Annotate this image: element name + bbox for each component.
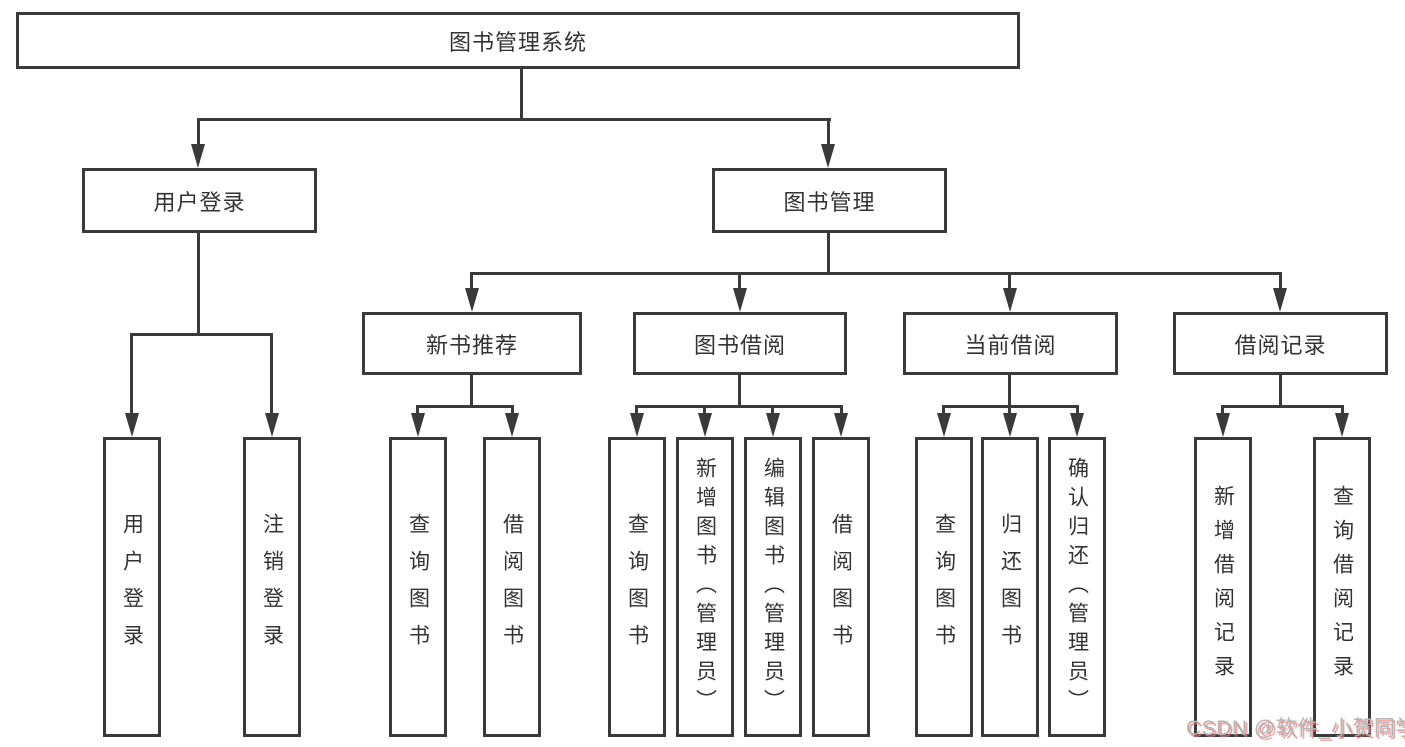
node-new-book-recommend: 新书推荐 (362, 312, 582, 375)
arrowhead (937, 413, 951, 437)
arrowhead (1070, 413, 1084, 437)
leaf-add-borrow-record-label: 新增借阅记录 (1211, 485, 1235, 689)
edge-line (1221, 405, 1224, 419)
leaf-logout-label: 注销登录 (260, 513, 284, 661)
leaf-edit-books-admin-label: 编辑图书（管理员） (761, 456, 785, 718)
edge-line (520, 68, 523, 120)
leaf-add-books-admin: 新增图书（管理员） (676, 437, 734, 737)
arrowhead (465, 288, 479, 312)
edge-line (1221, 405, 1344, 408)
leaf-edit-books-admin: 编辑图书（管理员） (744, 437, 802, 737)
node-root: 图书管理系统 (16, 12, 1020, 69)
leaf-return-books: 归还图书 (981, 437, 1039, 737)
node-current-borrowing-label: 当前借阅 (964, 332, 1057, 358)
edge-line (1076, 405, 1079, 419)
edge-line (771, 405, 774, 419)
arrowhead (733, 288, 747, 312)
leaf-query-books-current: 查询图书 (915, 437, 973, 737)
arrowhead (766, 413, 780, 437)
arrowhead (698, 413, 712, 437)
edge-line (1341, 405, 1344, 419)
edge-line (130, 333, 273, 336)
leaf-add-borrow-record: 新增借阅记录 (1194, 437, 1252, 737)
edge-line (1008, 405, 1011, 419)
leaf-borrow-books-label: 借阅图书 (829, 513, 853, 661)
leaf-confirm-return-admin-label: 确认归还（管理员） (1065, 456, 1089, 718)
arrowhead (1273, 288, 1287, 312)
edge-line (635, 405, 843, 408)
edge-line (827, 233, 830, 275)
node-book-management-label: 图书管理 (783, 189, 876, 215)
edge-line (1279, 375, 1282, 408)
leaf-user-login: 用户登录 (103, 437, 161, 737)
arrowhead (1216, 413, 1230, 437)
leaf-confirm-return-admin: 确认归还（管理员） (1048, 437, 1106, 737)
arrowhead (265, 413, 279, 437)
leaf-borrow-books-recommend-label: 借阅图书 (500, 513, 524, 661)
edge-line (198, 118, 831, 121)
edge-line (635, 405, 638, 419)
edge-line (197, 118, 200, 150)
edge-line (1008, 272, 1011, 292)
leaf-logout: 注销登录 (243, 437, 301, 737)
node-user-login: 用户登录 (82, 168, 317, 233)
node-user-login-label: 用户登录 (153, 189, 246, 215)
edge-line (511, 405, 514, 419)
edge-line (703, 405, 706, 419)
node-borrowing-records: 借阅记录 (1173, 312, 1388, 375)
leaf-query-borrow-record: 查询借阅记录 (1313, 437, 1371, 737)
leaf-borrow-books: 借阅图书 (812, 437, 870, 737)
arrowhead (630, 413, 644, 437)
edge-line (738, 272, 741, 292)
arrowhead (191, 144, 205, 168)
node-book-borrowing: 图书借阅 (633, 312, 847, 375)
edge-line (270, 333, 273, 417)
edge-line (470, 272, 1282, 275)
arrowhead (1335, 413, 1349, 437)
leaf-return-books-label: 归还图书 (998, 513, 1022, 661)
arrowhead (411, 413, 425, 437)
edge-line (197, 233, 200, 336)
edge-line (738, 375, 741, 408)
edge-line (1008, 375, 1011, 408)
leaf-user-login-label: 用户登录 (120, 513, 144, 661)
node-book-borrowing-label: 图书借阅 (693, 332, 786, 358)
leaf-query-books-borrowing: 查询图书 (608, 437, 666, 737)
edge-line (1279, 272, 1282, 292)
leaf-query-books-recommend: 查询图书 (389, 437, 447, 737)
edge-line (470, 272, 473, 292)
edge-line (840, 405, 843, 419)
edge-line (416, 405, 514, 408)
node-current-borrowing: 当前借阅 (903, 312, 1118, 375)
node-borrowing-records-label: 借阅记录 (1234, 332, 1327, 358)
edge-line (942, 405, 945, 419)
arrowhead (821, 144, 835, 168)
arrowhead (1003, 413, 1017, 437)
node-book-management: 图书管理 (712, 168, 947, 233)
arrowhead (834, 413, 848, 437)
leaf-query-books-recommend-label: 查询图书 (406, 513, 430, 661)
leaf-borrow-books-recommend: 借阅图书 (483, 437, 541, 737)
node-root-label: 图书管理系统 (448, 29, 587, 55)
leaf-query-books-current-label: 查询图书 (932, 513, 956, 661)
arrowhead (505, 413, 519, 437)
watermark: CSDN @软件_小贺同学 (1186, 717, 1405, 740)
leaf-query-books-borrowing-label: 查询图书 (625, 513, 649, 661)
leaf-query-borrow-record-label: 查询借阅记录 (1330, 485, 1354, 689)
edge-line (130, 333, 133, 417)
arrowhead (125, 413, 139, 437)
edge-line (827, 118, 830, 150)
leaf-add-books-admin-label: 新增图书（管理员） (693, 456, 717, 718)
edge-line (470, 375, 473, 408)
arrowhead (1003, 288, 1017, 312)
node-new-book-recommend-label: 新书推荐 (425, 332, 518, 358)
edge-line (416, 405, 419, 419)
